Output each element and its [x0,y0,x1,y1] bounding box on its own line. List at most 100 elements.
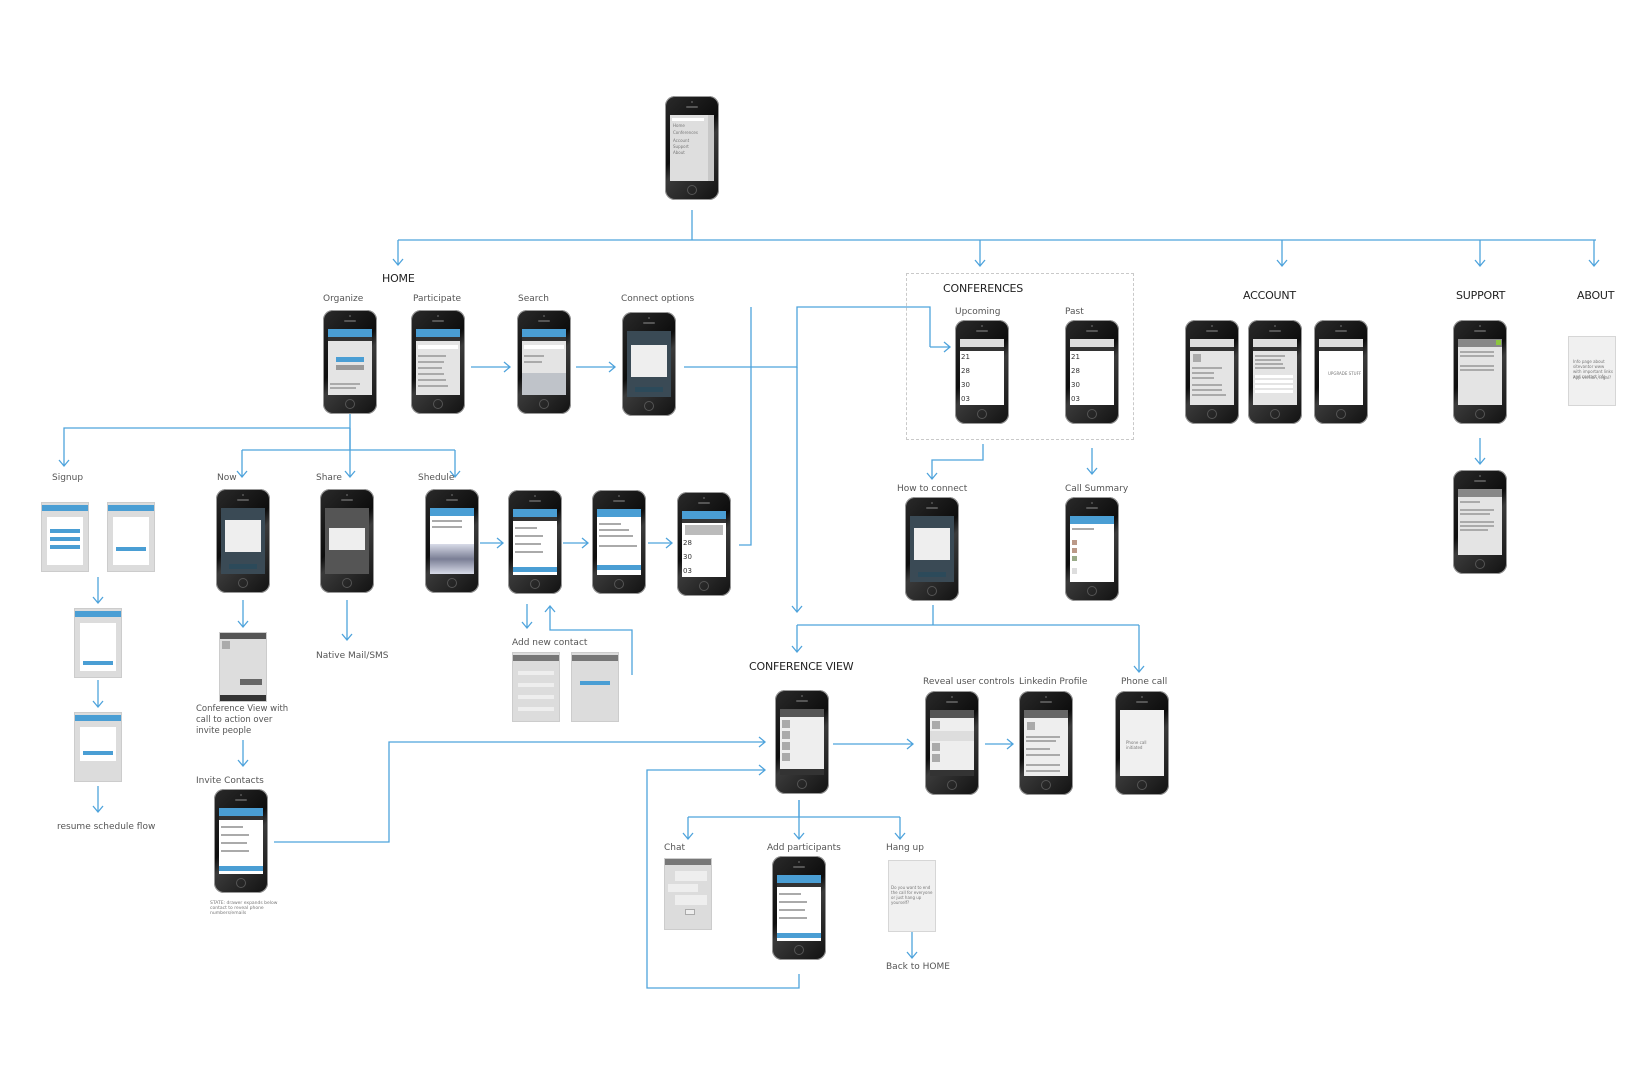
reply-button[interactable] [685,909,695,915]
phone-call-screen[interactable]: Phone call initiated [1115,691,1169,795]
upcoming-conferences-screen[interactable]: 21 28 30 03 [955,320,1009,424]
date-03[interactable]: 03 [961,395,970,403]
connect-options-screen[interactable] [622,312,676,416]
invite-button[interactable] [777,933,821,938]
date-30[interactable]: 30 [683,553,692,561]
menu-item-home[interactable]: Home [673,123,685,128]
about-text: Info page about sitevantor www with impo… [1573,359,1613,379]
invite-contacts-screen[interactable] [214,789,268,893]
call-summary-screen[interactable] [1065,497,1119,601]
tabs [1253,347,1297,351]
share-dialog[interactable] [329,528,365,550]
connect-dialog[interactable] [225,520,261,552]
linkedin-profile-screen[interactable] [1019,691,1073,795]
how-to-connect-screen[interactable] [905,497,959,601]
support-detail-screen[interactable] [1453,470,1507,574]
schedule-button[interactable] [336,365,364,370]
label-connect-options: Connect options [621,294,695,304]
signup-email-screen[interactable] [107,502,155,572]
next-button[interactable] [83,661,113,665]
menu-item-account[interactable]: Account [673,138,690,143]
new-ticket-icon[interactable] [1496,340,1501,345]
schedule-conference-button[interactable] [597,565,641,570]
conference-view-cta-screen[interactable] [219,632,267,702]
conference-view-screen[interactable] [775,690,829,794]
tabs [1190,347,1234,351]
date-28[interactable]: 28 [683,539,692,547]
signup-social-screen[interactable] [41,502,89,572]
start-now-button[interactable] [336,357,364,362]
speaker [237,499,249,501]
home-button-icon [794,945,804,955]
support-list-screen[interactable] [1453,320,1507,424]
camera [1274,325,1276,327]
reveal-user-controls-screen[interactable] [925,691,979,795]
connect-facebook-button[interactable] [50,545,80,549]
connect-linkedin-button[interactable] [50,529,80,533]
call-controls-bar[interactable] [780,769,824,775]
menu-screen[interactable]: Home Conferences Account Support About [665,96,719,200]
user-controls-drawer[interactable] [930,731,974,741]
connect-google-button[interactable] [50,537,80,541]
label-signup: Signup [52,473,84,483]
add-participants-screen[interactable] [772,856,826,960]
invite-contacts-note: STATE: drawer expands below contact to r… [210,901,278,916]
about-screen[interactable]: Info page about sitevantor www with impo… [1568,336,1616,406]
participate-screen[interactable] [411,310,465,414]
signup-phone-screen[interactable] [74,608,122,678]
date-03[interactable]: 03 [1071,395,1080,403]
how-to-connect-display [910,516,954,582]
speaker [1335,330,1347,332]
share-screen[interactable] [320,489,374,593]
account-profile-screen[interactable] [1185,320,1239,424]
search-screen[interactable] [517,310,571,414]
home-button-icon [1475,559,1485,569]
camera [648,317,650,319]
invite-people-tooltip[interactable] [240,679,262,685]
section-conference-view: CONFERENCE VIEW [749,660,854,673]
connect-linkedin-button[interactable] [580,681,610,685]
connect-dialog[interactable] [914,528,950,560]
hang-up-screen[interactable]: Do you want to end the call for everyone… [888,860,936,932]
next-button[interactable] [116,547,146,551]
menu-item-conferences[interactable]: Conferences [673,130,698,135]
home-button-icon [699,581,709,591]
past-conferences-screen[interactable]: 21 28 30 03 [1065,320,1119,424]
chat-screen[interactable] [664,858,712,930]
date-28[interactable]: 28 [1071,367,1080,375]
organize-screen[interactable] [323,310,377,414]
invite-contacts-schedule-screen[interactable] [508,490,562,594]
invite-contacts-display [219,808,263,874]
date-28[interactable]: 28 [961,367,970,375]
scheduled-conferences-screen[interactable]: 28 30 03 [677,492,731,596]
date-21[interactable]: 21 [961,353,970,361]
now-screen[interactable] [216,489,270,593]
import-contacts-screen[interactable] [571,652,619,722]
home-button-icon [797,779,807,789]
connect-dialog[interactable] [631,345,667,377]
speaker [796,700,808,702]
date-03[interactable]: 03 [683,567,692,575]
keyboard[interactable] [522,373,566,395]
date-picker[interactable] [430,544,474,574]
signup-username-screen[interactable] [74,712,122,782]
date-21[interactable]: 21 [1071,353,1080,361]
participate-display [416,329,460,395]
date-30[interactable]: 30 [961,381,970,389]
account-upgrade-screen[interactable]: UPGRADE STUFF [1314,320,1368,424]
date-30[interactable]: 30 [1071,381,1080,389]
menu-item-support[interactable]: Support [673,144,689,149]
tabs [682,519,726,523]
schedule-screen[interactable] [425,489,479,593]
add-contacts-screen[interactable] [512,652,560,722]
label-add-new-contact: Add new contact [512,638,588,648]
menu-item-about[interactable]: About [673,150,685,155]
label-conference-view-cta: Conference View with call to action over… [196,704,289,736]
label-invite-contacts: Invite Contacts [196,776,264,786]
account-settings-screen[interactable] [1248,320,1302,424]
all-done-button[interactable] [83,751,113,755]
title-bar [1458,339,1502,347]
invite-button[interactable] [219,866,263,871]
account-profile-display [1190,339,1234,405]
confirm-details-screen[interactable] [592,490,646,594]
